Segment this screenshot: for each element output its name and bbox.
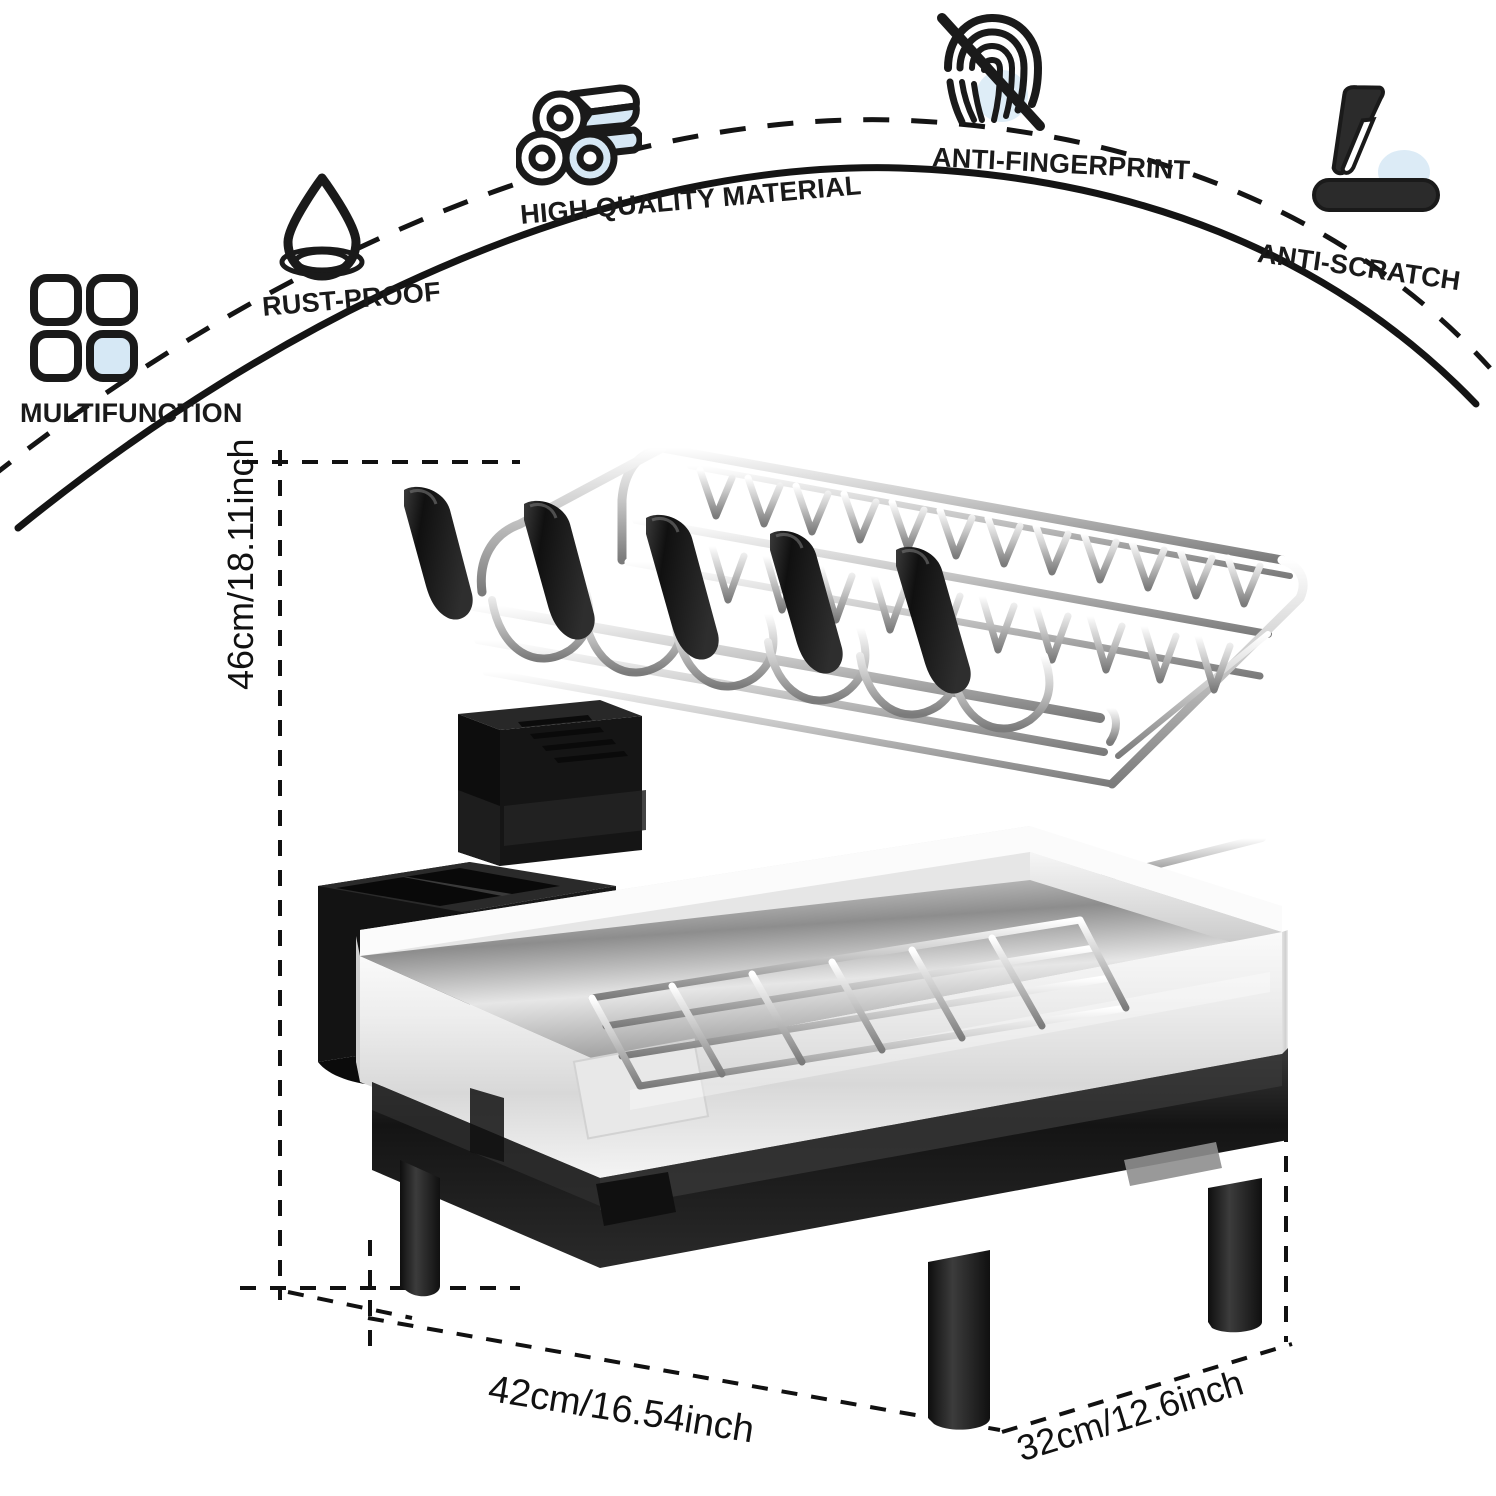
feature-label-multifunction: MULTIFUNCTION (20, 398, 243, 428)
wire-grid (588, 916, 1130, 1090)
stacked-pipes-icon (516, 84, 642, 188)
width-helper-line (287, 1290, 413, 1320)
utensil-hook (770, 530, 843, 674)
water-drop-icon (268, 166, 384, 284)
base-slot (1124, 1142, 1222, 1186)
utensil-hooks (404, 486, 971, 694)
plate-divider-zigzags-front (708, 542, 1234, 694)
drain-tray (356, 826, 1288, 1178)
utensil-hook (646, 514, 719, 660)
drain-spout (596, 1172, 676, 1226)
utensil-hook (896, 546, 971, 694)
leg-front-right (928, 1250, 990, 1430)
fingerprint-blocked-icon (928, 4, 1056, 136)
leg-front-left (400, 1160, 440, 1297)
plate-divider-zigzags (696, 466, 1264, 608)
dimension-label-height: 46cm/18.11inch (220, 438, 261, 691)
legs (400, 1088, 1262, 1430)
blade-over-bar-icon (1306, 76, 1446, 222)
depth-dim-line (1001, 1342, 1293, 1434)
four-squares-icon (28, 272, 140, 384)
leg-back-right (1208, 1178, 1262, 1333)
knife-slots (518, 715, 628, 763)
utensil-hook (404, 486, 473, 620)
leg-back-left (470, 1088, 504, 1162)
utensil-hook (524, 500, 595, 640)
knife-block (458, 700, 646, 866)
